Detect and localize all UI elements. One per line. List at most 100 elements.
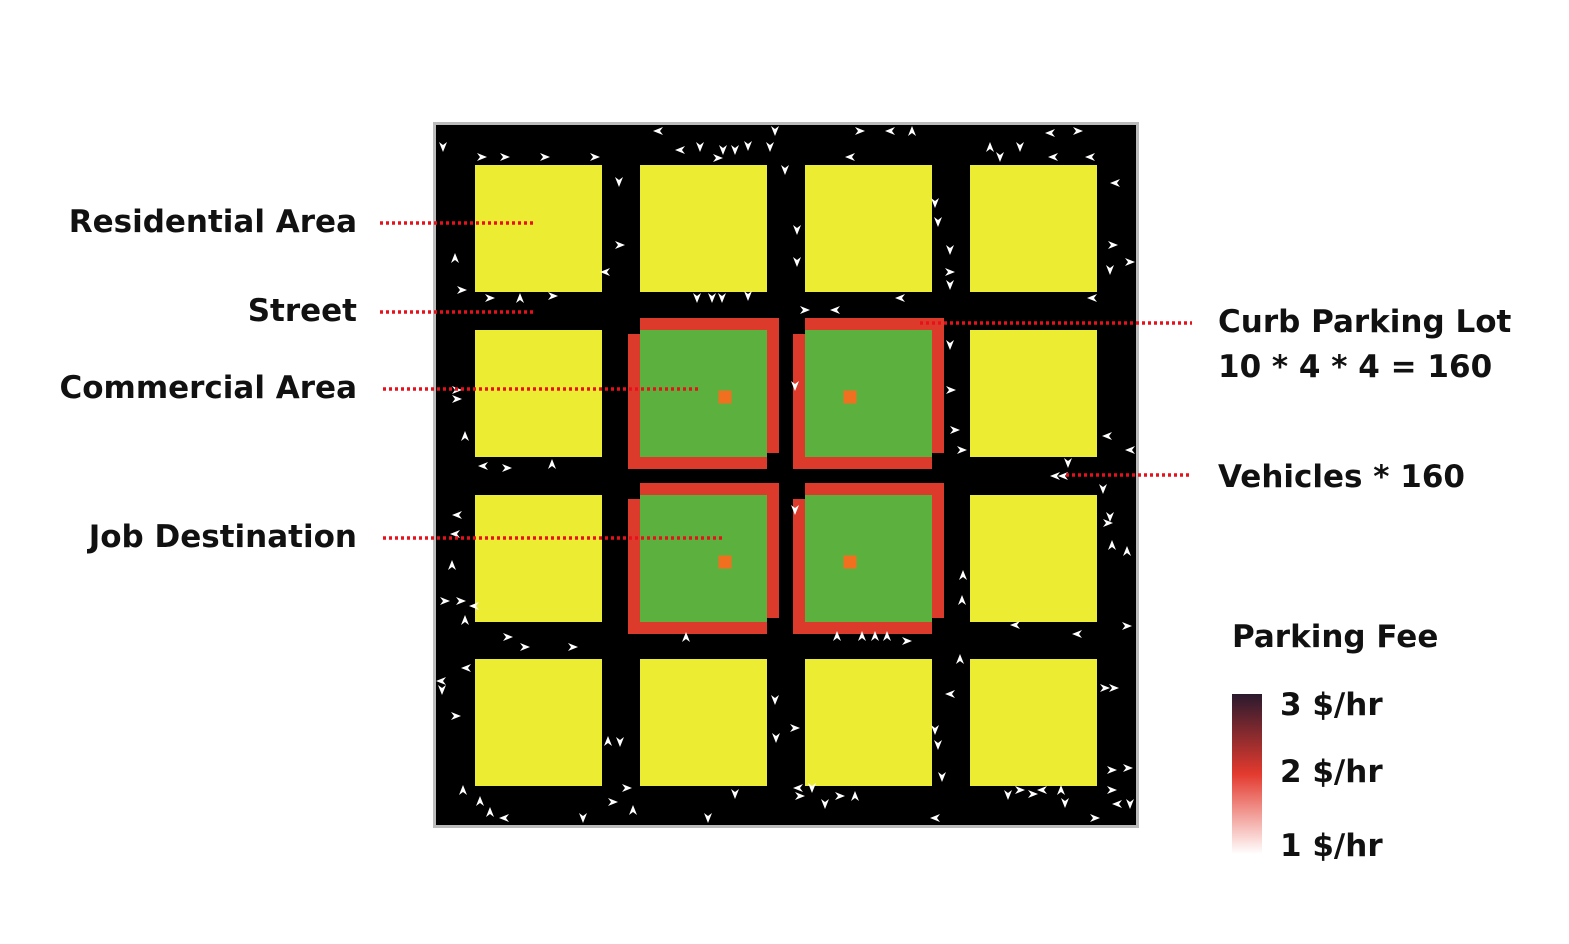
- vehicle-arrow: [1037, 786, 1047, 794]
- vehicle-arrow: [629, 805, 637, 815]
- job-destination: [843, 555, 857, 569]
- vehicle-arrow: [520, 643, 530, 651]
- parking-gap: [767, 453, 779, 469]
- job-destination: [718, 390, 732, 404]
- vehicle-arrow: [1085, 153, 1095, 161]
- vehicle-arrow: [885, 127, 895, 135]
- vehicle-arrow: [486, 807, 494, 817]
- parking-gap: [793, 483, 805, 499]
- vehicle-arrow: [957, 446, 967, 454]
- vehicle-arrow: [719, 145, 727, 155]
- vehicle-arrow: [790, 724, 800, 732]
- vehicle-arrow: [604, 736, 612, 746]
- vehicle-arrow: [1103, 519, 1113, 527]
- vehicle-arrow: [600, 268, 610, 276]
- vehicle-arrow: [1106, 265, 1114, 275]
- vehicle-arrow: [851, 791, 859, 801]
- vehicle-arrow: [808, 783, 816, 793]
- residential-block: [970, 659, 1097, 786]
- legend-tick-1: 1 $/hr: [1280, 828, 1383, 864]
- vehicle-arrow: [833, 631, 841, 641]
- vehicle-arrow: [459, 785, 467, 795]
- commercial-area: [805, 495, 932, 622]
- commercial-area: [805, 330, 932, 457]
- vehicle-arrow: [452, 511, 462, 519]
- residential-area-label: Residential Area: [69, 204, 357, 240]
- vehicle-arrow: [457, 286, 467, 294]
- legend-tick-2: 2 $/hr: [1280, 754, 1383, 790]
- vehicle-arrow: [996, 152, 1004, 162]
- commercial-block: [793, 483, 944, 634]
- vehicle-arrow: [1126, 799, 1134, 809]
- vehicle-arrow: [1010, 621, 1020, 629]
- vehicle-arrow: [956, 654, 964, 664]
- vehicle-arrow: [477, 153, 487, 161]
- vehicle-arrow: [451, 712, 461, 720]
- vehicle-arrow: [608, 798, 618, 806]
- vehicle-arrow: [438, 685, 446, 695]
- vehicle-arrow: [548, 459, 556, 469]
- vehicle-arrow: [548, 292, 558, 300]
- vehicle-arrow: [461, 664, 471, 672]
- vehicle-arrow: [871, 631, 879, 641]
- vehicle-arrow: [1108, 241, 1118, 249]
- vehicle-arrow: [945, 690, 955, 698]
- vehicle-arrow: [1110, 179, 1120, 187]
- vehicle-arrow: [1050, 472, 1060, 480]
- commercial-block: [628, 318, 779, 469]
- vehicles-label: Vehicles * 160: [1218, 459, 1465, 495]
- commercial-area: [640, 495, 767, 622]
- vehicle-arrow: [1108, 540, 1116, 550]
- vehicle-arrow: [476, 796, 484, 806]
- vehicle-arrow: [1112, 800, 1122, 808]
- vehicle-arrow: [1102, 432, 1112, 440]
- vehicle-arrow: [771, 126, 779, 136]
- vehicle-arrow: [934, 217, 942, 227]
- vehicle-arrow: [744, 141, 752, 151]
- vehicle-arrow: [1125, 446, 1135, 454]
- vehicle-arrow: [1045, 129, 1055, 137]
- vehicle-arrow: [1099, 484, 1107, 494]
- vehicle-arrow: [766, 142, 774, 152]
- vehicle-arrow: [450, 530, 460, 538]
- parking-gap: [767, 618, 779, 634]
- parking-gap: [793, 318, 805, 334]
- residential-block: [475, 165, 602, 292]
- vehicle-arrow: [502, 464, 512, 472]
- vehicle-arrow: [682, 632, 690, 642]
- commercial-area: [640, 330, 767, 457]
- vehicle-arrow: [1028, 790, 1038, 798]
- vehicle-arrow: [436, 677, 446, 685]
- vehicle-arrow: [946, 340, 954, 350]
- parking-gap: [932, 618, 944, 634]
- vehicle-arrow: [895, 294, 905, 302]
- parking-gap: [628, 483, 640, 499]
- vehicle-arrow: [540, 153, 550, 161]
- vehicle-arrow: [883, 631, 891, 641]
- parking-gap: [628, 318, 640, 334]
- vehicle-arrow: [793, 257, 801, 267]
- job-destination: [843, 390, 857, 404]
- residential-block: [970, 495, 1097, 622]
- vehicle-arrow: [485, 294, 495, 302]
- vehicle-arrow: [830, 306, 840, 314]
- commercial-area-label: Commercial Area: [59, 370, 357, 406]
- vehicle-arrow: [469, 602, 479, 610]
- vehicle-arrow: [456, 597, 466, 605]
- vehicle-arrow: [1057, 785, 1065, 795]
- residential-block: [970, 165, 1097, 292]
- vehicle-arrow: [675, 146, 685, 154]
- parking-fee-legend-title: Parking Fee: [1232, 619, 1438, 655]
- vehicle-arrow: [845, 153, 855, 161]
- vehicle-arrow: [800, 306, 810, 314]
- leader-lines: [380, 221, 1192, 540]
- vehicle-arrow: [590, 153, 600, 161]
- vehicle-arrow: [615, 241, 625, 249]
- vehicle-arrow: [1123, 764, 1133, 772]
- vehicle-arrow: [835, 792, 845, 800]
- vehicle-arrow: [439, 142, 447, 152]
- vehicle-arrow: [568, 643, 578, 651]
- vehicle-arrow: [1073, 127, 1083, 135]
- vehicle-arrow: [579, 813, 587, 823]
